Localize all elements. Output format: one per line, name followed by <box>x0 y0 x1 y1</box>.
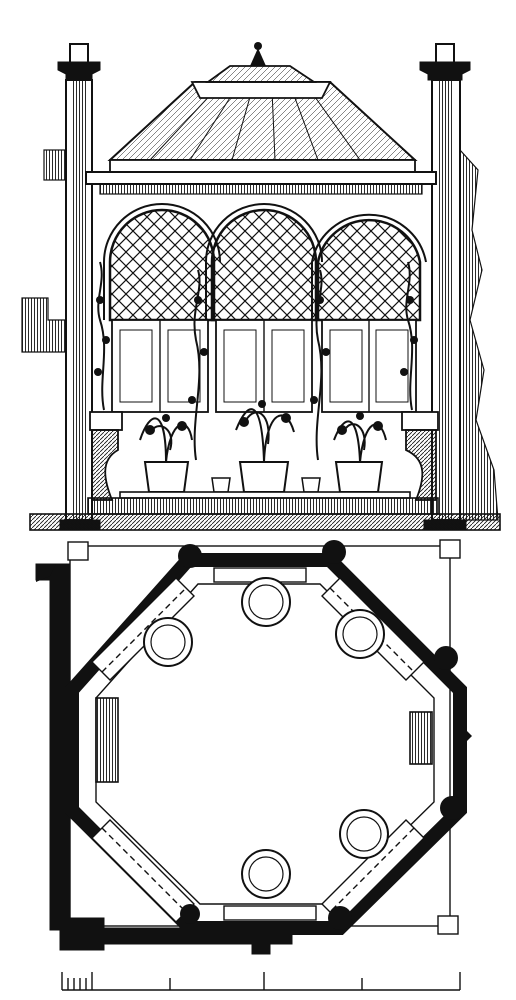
plan-bottom-wall <box>99 927 293 955</box>
planter-bottom <box>241 849 291 899</box>
scale-bar <box>61 972 461 991</box>
floor-plan <box>35 539 472 955</box>
planter-top <box>241 577 291 627</box>
section-elevation <box>21 42 501 531</box>
arch-center <box>205 203 323 322</box>
planter-upper-left <box>143 617 193 667</box>
side-stages <box>95 697 472 783</box>
planter-upper-right <box>335 609 385 659</box>
vine-leaves <box>94 296 418 404</box>
planter-lower-right <box>339 809 389 859</box>
arch-right <box>311 213 427 322</box>
climbing-vines <box>97 261 414 461</box>
corner-columns <box>178 540 464 930</box>
side-plinths <box>89 411 439 501</box>
right-wall-fragment <box>459 148 499 521</box>
right-pillar <box>419 43 471 531</box>
back-windows <box>111 319 417 413</box>
left-wall-fragment <box>21 297 67 353</box>
potted-plant-3 <box>333 412 387 493</box>
doorway-sills <box>213 567 317 921</box>
glass-roof <box>107 42 418 173</box>
arch-left <box>103 203 221 322</box>
cornice <box>85 171 437 195</box>
staging-floor <box>29 491 501 531</box>
potted-plant-2 <box>235 400 295 493</box>
potted-plant-1 <box>139 414 193 493</box>
